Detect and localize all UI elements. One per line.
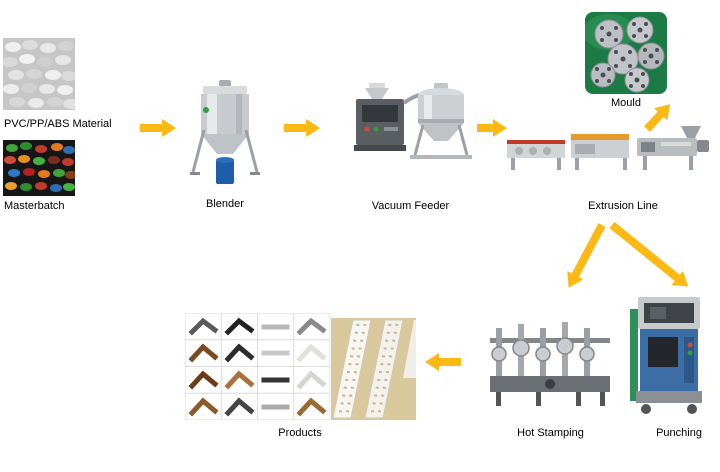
vacuum-feeder-photo <box>348 83 473 163</box>
mixer-machine-icon <box>190 80 260 184</box>
mould-label: Mould <box>611 97 641 109</box>
extrusion-line-label: Extrusion Line <box>588 200 658 212</box>
masterbatch-pellets-icon <box>3 140 75 196</box>
vacuum-feeder-to-extrusion-arrow-icon <box>477 119 507 137</box>
punching-machine-icon <box>630 297 702 414</box>
plastic-pellets-icon <box>3 38 75 110</box>
profile-products-grid-icon <box>185 313 330 420</box>
hot-stamping-machine-icon <box>490 322 610 406</box>
perforated-corner-bead-icon <box>331 318 416 420</box>
blender-photo <box>186 80 264 190</box>
blender-label: Blender <box>206 198 244 210</box>
mould-dies-icon <box>585 12 667 94</box>
hot-stamping-to-products-arrow-icon <box>425 353 461 371</box>
punching-label: Punching <box>656 427 702 439</box>
extrusion-line-photo <box>505 126 710 174</box>
corner-profile-photo <box>331 318 416 420</box>
vacuum-feeder-machine-icon <box>354 83 472 159</box>
products-label: Products <box>278 427 322 439</box>
masterbatch-label: Masterbatch <box>4 200 65 212</box>
mould-photo <box>585 12 667 94</box>
material-to-blender-arrow-icon <box>140 119 176 137</box>
extrusion-to-punching-arrow-icon <box>609 221 689 287</box>
blender-to-vacuum-feeder-arrow-icon <box>284 119 320 137</box>
hot-stamping-photo <box>488 318 613 410</box>
extrusion-line-machine-icon <box>507 126 709 170</box>
vacuum-feeder-label: Vacuum Feeder <box>371 200 450 212</box>
products-photo <box>185 313 330 420</box>
material-photo <box>3 38 75 110</box>
material-label: PVC/PP/ABS Material <box>4 118 112 130</box>
hot-stamping-label: Hot Stamping <box>517 427 584 439</box>
punching-photo <box>630 295 708 420</box>
masterbatch-photo <box>3 140 75 196</box>
extrusion-to-hot-stamping-arrow-icon <box>567 223 606 288</box>
